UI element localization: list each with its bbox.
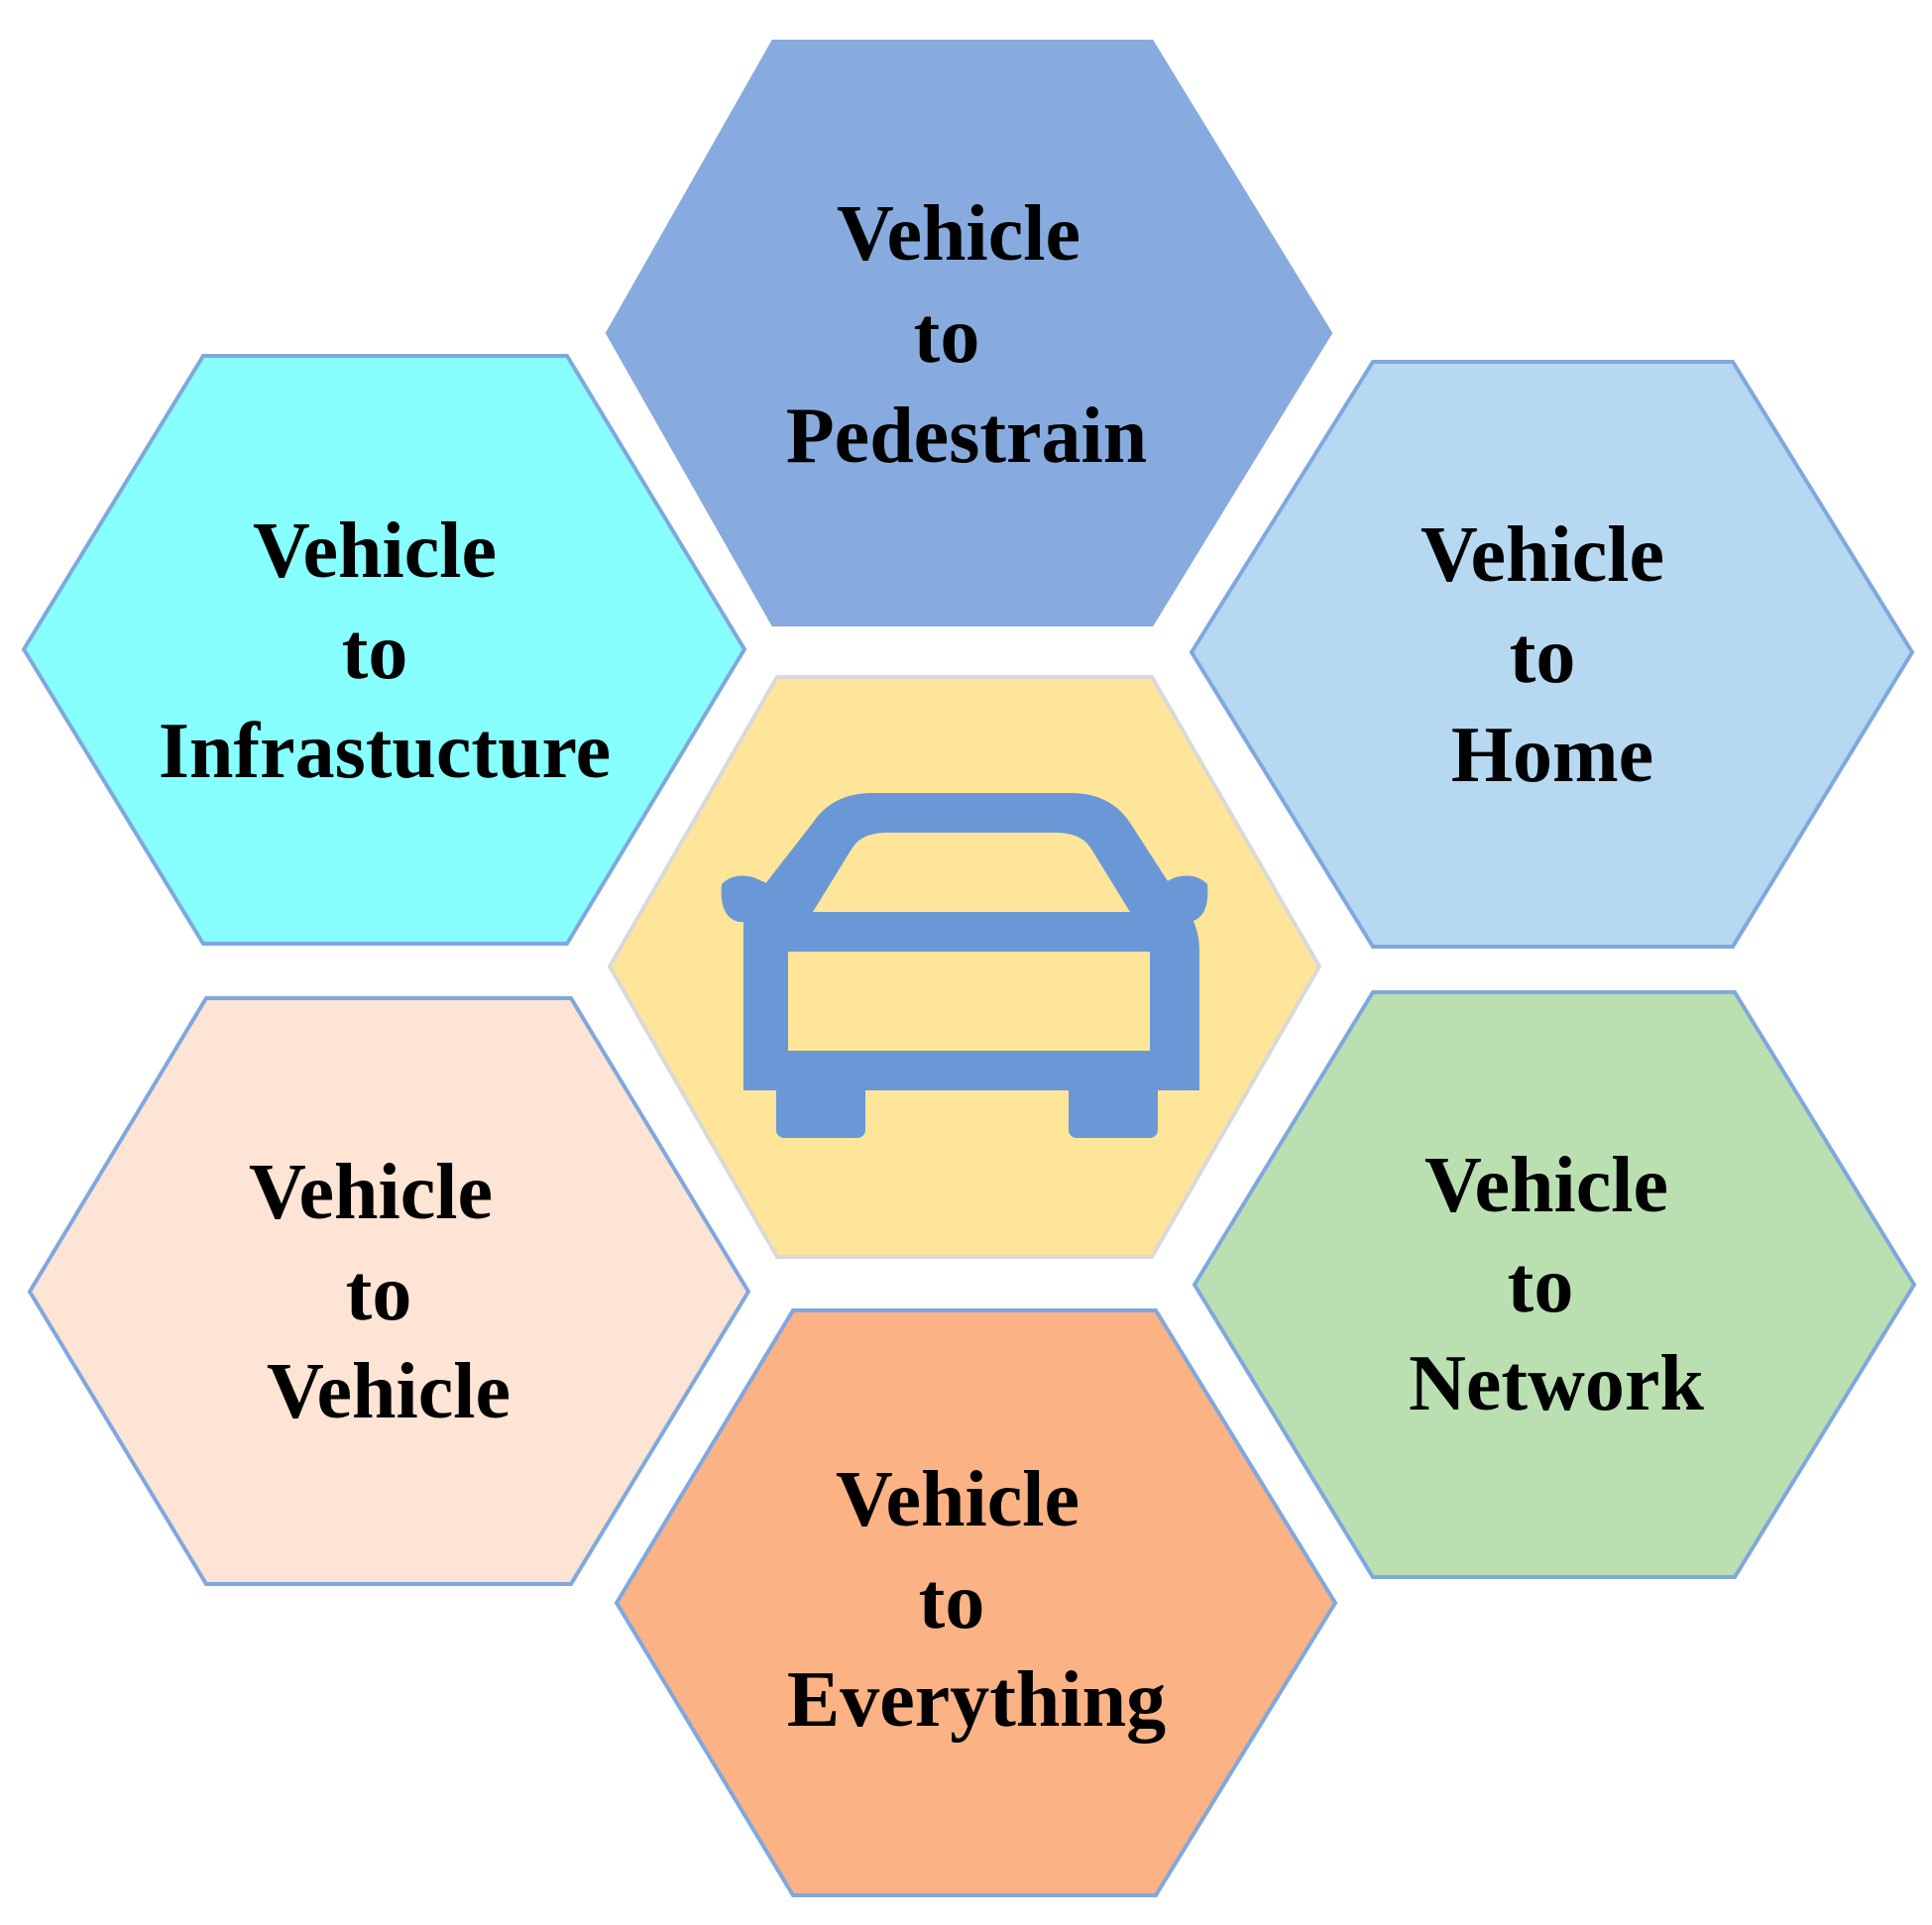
hexagon-shape [605,40,1333,626]
car-left-wheel-icon [776,1080,865,1138]
label-line-to: to [919,1558,985,1645]
car-body-icon [743,793,1199,1090]
hexagon-label: Vehicle to Pedestrain [786,190,1147,480]
hexagon-label: Vehicle to Everything [787,1456,1166,1744]
car-right-mirror-icon [1131,875,1208,924]
hexagon-shape [1189,360,1915,949]
car-right-wheel-icon [1069,1080,1158,1138]
label-line-network: Network [1409,1340,1704,1427]
label-line-to: to [1510,613,1576,700]
hexagon-label: Vehicle to Home [1421,511,1684,799]
hexagon-vehicle-to-home: Vehicle to Home [1189,360,1915,949]
hexagon-shape [1192,990,1917,1579]
label-line-to: to [346,1250,412,1337]
label-line-vehicle: Vehicle [836,1456,1080,1543]
label-line-to: to [342,609,408,696]
label-line-everything: Everything [787,1656,1166,1744]
hexagon-vehicle-to-everything: Vehicle to Everything [614,1308,1338,1897]
center-hexagon-shape [607,675,1322,1259]
hexagon-shape [614,1308,1338,1897]
car-left-mirror-icon [721,875,798,924]
label-line-vehicle: Vehicle [1421,511,1664,599]
label-line-vehicle: Vehicle [1424,1142,1668,1229]
car-left-headlight-icon [817,973,874,1021]
hexagon-shape [27,996,751,1586]
hexagon-vehicle-to-network: Vehicle to Network [1192,990,1917,1579]
label-line-infrastucture: Infrastucture [159,708,611,795]
center-hexagon [607,675,1322,1259]
label-line-home: Home [1451,712,1653,799]
hexagon-label: Vehicle to Vehicle [249,1149,512,1435]
hexagon-label: Vehicle to Infrastucture [159,508,611,795]
label-line-to: to [1508,1242,1574,1329]
car-right-headlight-icon [1062,968,1119,1016]
car-icon [721,793,1208,1138]
label-line-to: to [914,292,980,380]
label-line-vehicle: Vehicle [837,190,1080,278]
label-line-pedestrain: Pedestrain [786,393,1147,480]
hexagon-shape [21,354,747,946]
hexagon-vehicle-to-infrastucture: Vehicle to Infrastucture [21,354,747,946]
hexagon-label: Vehicle to Network [1409,1142,1704,1427]
hexagon-vehicle-to-pedestrain: Vehicle to Pedestrain [605,40,1333,626]
label-line-vehicle-2: Vehicle [267,1348,511,1435]
hexagon-vehicle-to-vehicle: Vehicle to Vehicle [27,996,751,1586]
label-line-vehicle: Vehicle [249,1149,493,1236]
label-line-vehicle: Vehicle [253,508,497,595]
